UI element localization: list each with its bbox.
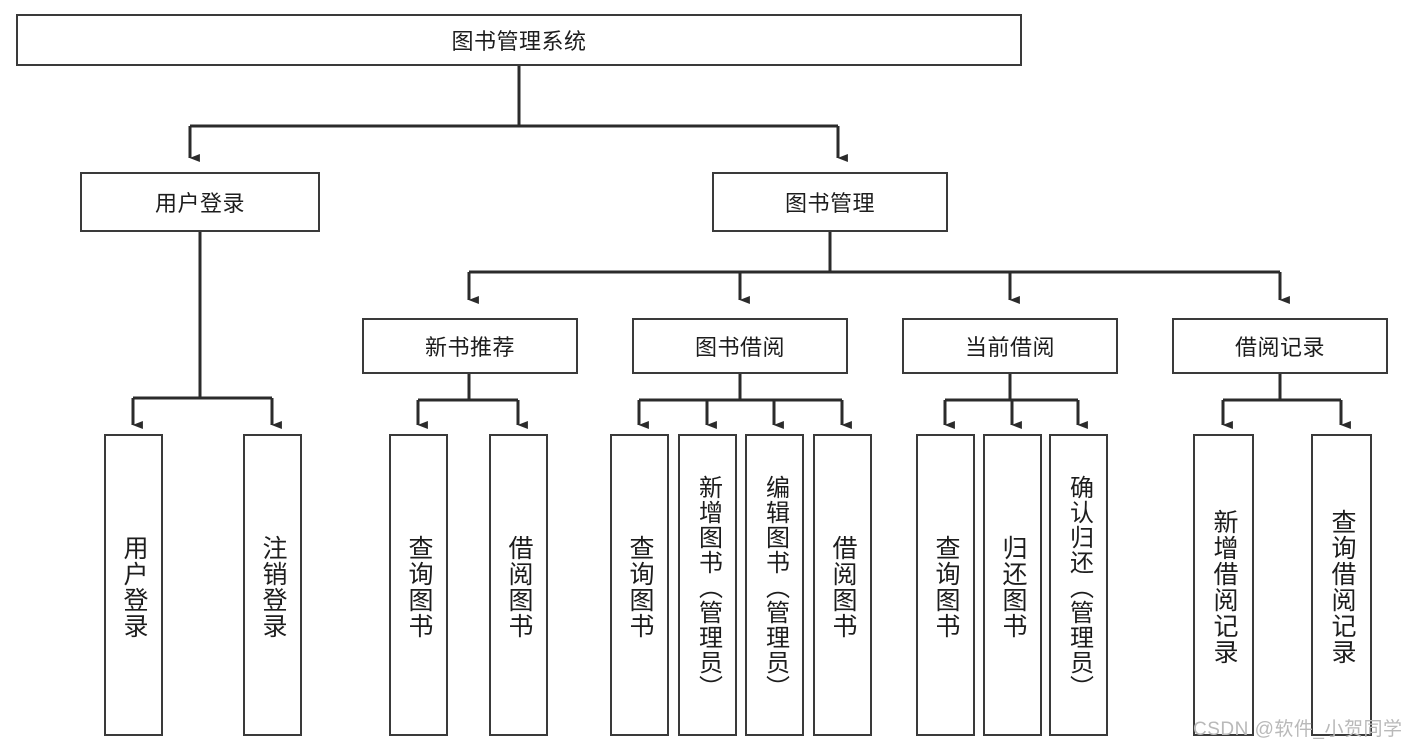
watermark: CSDN @软件_小贺同学 xyxy=(1193,719,1403,740)
node-leaf-borrow-book-1[interactable]: 借阅图书 xyxy=(489,434,548,736)
node-leaf-user-login-label: 用户登录 xyxy=(120,535,148,639)
node-leaf-return-book-label: 归还图书 xyxy=(999,535,1027,639)
node-leaf-logout-login[interactable]: 注销登录 xyxy=(243,434,302,736)
node-leaf-query-book-3-label: 查询图书 xyxy=(932,535,960,639)
node-book-manage-label: 图书管理 xyxy=(784,191,875,216)
node-leaf-query-record[interactable]: 查询借阅记录 xyxy=(1311,434,1372,736)
node-leaf-add-record-label: 新增借阅记录 xyxy=(1210,509,1238,665)
node-new-book-recommend-label: 新书推荐 xyxy=(424,335,515,360)
node-leaf-add-record[interactable]: 新增借阅记录 xyxy=(1193,434,1254,736)
node-current-borrow[interactable]: 当前借阅 xyxy=(902,318,1118,374)
node-leaf-edit-book[interactable]: 编辑图书（管理员） xyxy=(745,434,804,736)
node-leaf-query-book-1-label: 查询图书 xyxy=(405,535,433,639)
node-leaf-confirm-return[interactable]: 确认归还（管理员） xyxy=(1049,434,1108,736)
node-book-manage[interactable]: 图书管理 xyxy=(712,172,948,232)
node-leaf-borrow-book-1-label: 借阅图书 xyxy=(505,535,533,639)
node-leaf-edit-book-label: 编辑图书（管理员） xyxy=(761,474,789,700)
node-leaf-confirm-return-label: 确认归还（管理员） xyxy=(1065,474,1093,700)
node-borrow-record-label: 借阅记录 xyxy=(1234,335,1325,360)
node-leaf-query-book-1[interactable]: 查询图书 xyxy=(389,434,448,736)
node-borrow-record[interactable]: 借阅记录 xyxy=(1172,318,1388,374)
node-user-login-label: 用户登录 xyxy=(154,191,245,216)
node-leaf-query-record-label: 查询借阅记录 xyxy=(1328,509,1356,665)
node-leaf-return-book[interactable]: 归还图书 xyxy=(983,434,1042,736)
node-user-login[interactable]: 用户登录 xyxy=(80,172,320,232)
node-leaf-query-book-3[interactable]: 查询图书 xyxy=(916,434,975,736)
node-new-book-recommend[interactable]: 新书推荐 xyxy=(362,318,578,374)
node-root-label: 图书管理系统 xyxy=(451,29,587,54)
node-leaf-query-book-2-label: 查询图书 xyxy=(626,535,654,639)
node-leaf-user-login[interactable]: 用户登录 xyxy=(104,434,163,736)
node-current-borrow-label: 当前借阅 xyxy=(964,335,1055,360)
node-leaf-logout-login-label: 注销登录 xyxy=(259,535,287,639)
node-leaf-borrow-book-2[interactable]: 借阅图书 xyxy=(813,434,872,736)
node-book-borrow[interactable]: 图书借阅 xyxy=(632,318,848,374)
node-root[interactable]: 图书管理系统 xyxy=(16,14,1022,66)
node-leaf-add-book-label: 新增图书（管理员） xyxy=(694,474,722,700)
node-book-borrow-label: 图书借阅 xyxy=(694,335,785,360)
node-leaf-query-book-2[interactable]: 查询图书 xyxy=(610,434,669,736)
node-leaf-add-book[interactable]: 新增图书（管理员） xyxy=(678,434,737,736)
node-leaf-borrow-book-2-label: 借阅图书 xyxy=(829,535,857,639)
